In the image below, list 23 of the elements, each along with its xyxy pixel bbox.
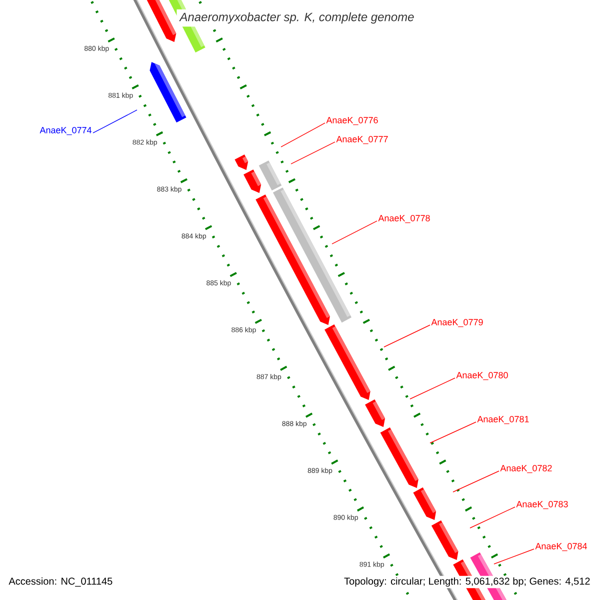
gene-label: AnaeK_0778 bbox=[378, 214, 430, 224]
footer-text: Topology: circular; Length: 5,061,632 bp; Genes: 4,512 bbox=[342, 576, 592, 588]
footer-text: Accession: NC_011145 bbox=[7, 576, 114, 588]
leader-line bbox=[290, 142, 336, 164]
gene-label: AnaeK_0779 bbox=[431, 318, 483, 328]
gene-label: AnaeK_0783 bbox=[516, 500, 568, 510]
gene-label: AnaeK_0777 bbox=[336, 136, 388, 144]
gene-label: AnaeK_0784 bbox=[535, 542, 587, 552]
gene-label: AnaeK_0776 bbox=[326, 116, 378, 126]
leader-line bbox=[384, 324, 430, 348]
gene-label: AnaeK_0780 bbox=[456, 372, 508, 380]
leader-line bbox=[470, 506, 516, 528]
leader-line bbox=[92, 110, 138, 134]
leader-line bbox=[494, 548, 534, 564]
title: Anaeromyxobacter sp. K, complete genome bbox=[176, 9, 418, 27]
leader-line bbox=[280, 122, 326, 148]
gene-label: AnaeK_0782 bbox=[500, 464, 552, 474]
leader-line bbox=[452, 470, 500, 492]
leader-line bbox=[332, 220, 378, 244]
leader-line bbox=[430, 422, 476, 444]
gene-label: AnaeK_0781 bbox=[477, 416, 529, 424]
gene-label: AnaeK_0774 bbox=[40, 126, 92, 136]
leader-line bbox=[410, 378, 456, 400]
